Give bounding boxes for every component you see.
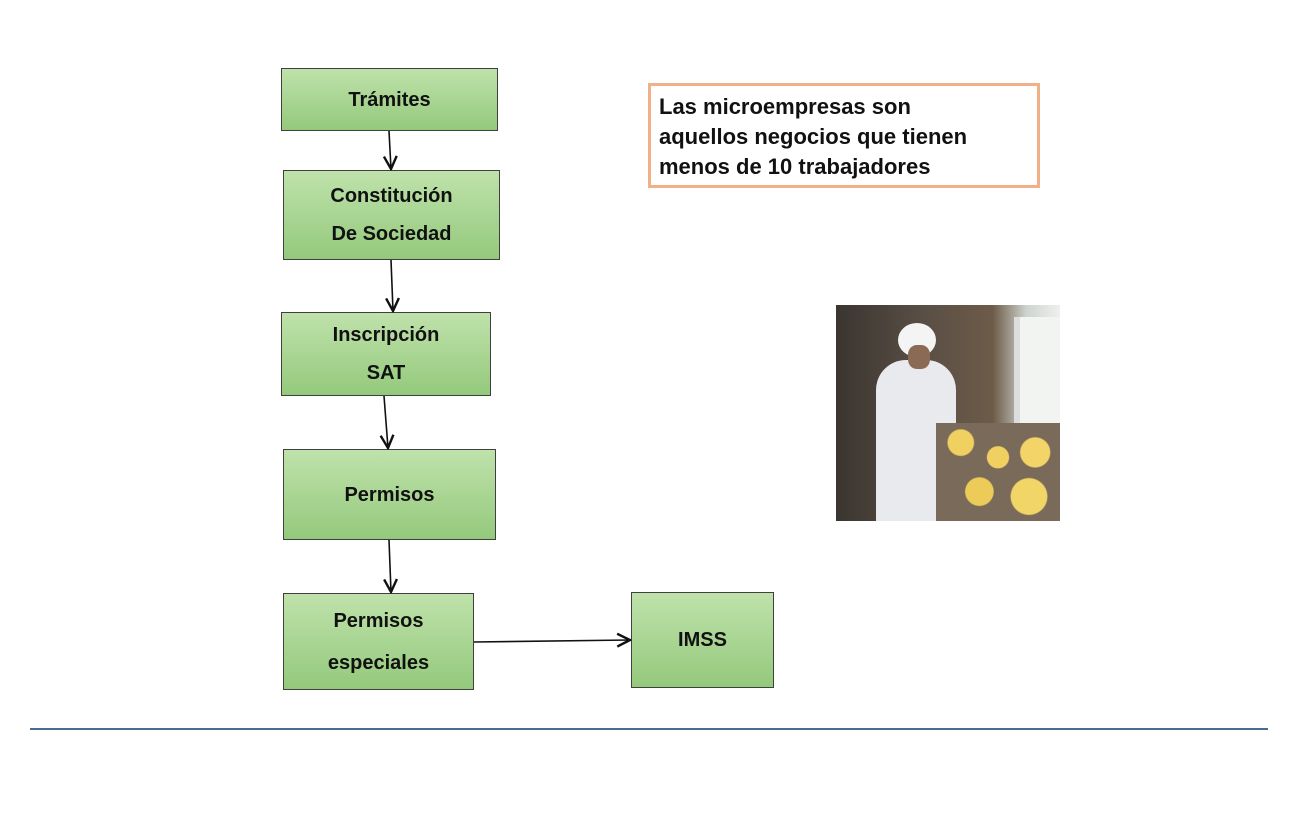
arrow [473, 640, 630, 642]
flow-box-constitucion: Constitución De Sociedad [283, 170, 500, 260]
note-line: menos de 10 trabajadores [659, 154, 931, 179]
flow-box-permisos-especiales: Permisos especiales [283, 593, 474, 690]
box-label: Inscripción [332, 324, 440, 346]
cheese-worker-photo [836, 305, 1060, 521]
box-label: Constitución [330, 185, 453, 207]
note-line: Las microempresas son [659, 94, 911, 119]
arrow [384, 395, 388, 448]
divider-line [30, 728, 1268, 730]
note-line: aquellos negocios que tienen [659, 124, 968, 149]
arrow [389, 539, 391, 592]
box-label: Trámites [348, 88, 431, 111]
box-label: IMSS [678, 629, 727, 651]
flow-box-imss: IMSS [631, 592, 774, 688]
arrow [391, 259, 393, 311]
box-label: De Sociedad [331, 223, 452, 245]
box-label: Permisos [344, 483, 435, 506]
box-label: especiales [327, 651, 430, 674]
flow-box-inscripcion: Inscripción SAT [281, 312, 491, 396]
box-label: Permisos [333, 609, 424, 632]
definition-note: Las microempresas son aquellos negocios … [648, 83, 1040, 188]
arrow [389, 130, 391, 169]
box-label: SAT [366, 362, 406, 384]
flow-box-tramites: Trámites [281, 68, 498, 131]
